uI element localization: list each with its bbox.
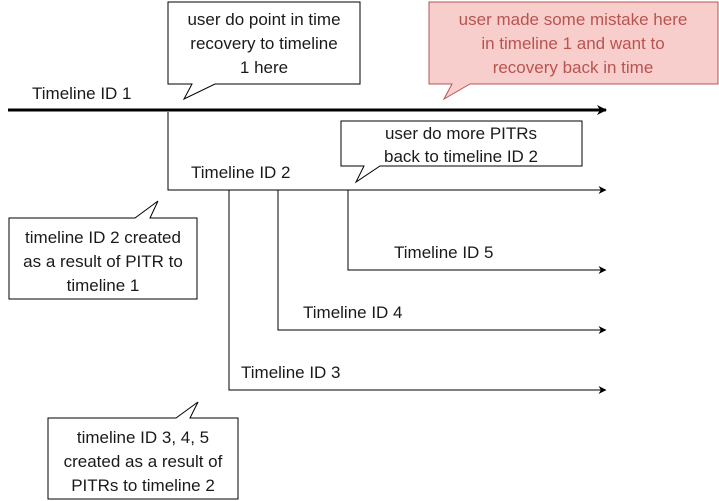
callout-timeline-2-created: timeline ID 2 created as a result of PIT… [8,200,198,300]
timeline-3-arrow [228,190,607,394]
timeline-5-label: Timeline ID 5 [394,243,494,262]
svg-text:recovery to timeline: recovery to timeline [190,34,337,53]
callout-more-pitrs: user do more PITRs back to timeline ID 2 [340,120,583,184]
svg-text:recovery back in time: recovery back in time [493,58,654,77]
callout-timelines-3-4-5-created: timeline ID 3, 4, 5 created as a result … [47,401,239,500]
timeline-4-arrow [277,190,607,334]
svg-text:as a result of PITR to: as a result of PITR to [23,252,183,271]
svg-text:user made some mistake here: user made some mistake here [459,10,688,29]
svg-text:1 here: 1 here [240,58,288,77]
svg-text:PITRs to timeline 2: PITRs to timeline 2 [71,476,215,495]
svg-text:in timeline 1 and want to: in timeline 1 and want to [481,34,664,53]
timeline-2-arrow [167,112,607,194]
timeline-3-label: Timeline ID 3 [241,363,341,382]
svg-text:created as a result of: created as a result of [64,452,223,471]
timeline-4-label: Timeline ID 4 [303,303,403,322]
callout-mistake: user made some mistake here in timeline … [428,1,719,101]
timeline-5-arrow [347,190,607,274]
svg-text:user do point in time: user do point in time [187,10,340,29]
timeline-2-label: Timeline ID 2 [191,163,291,182]
svg-text:timeline 1: timeline 1 [67,276,140,295]
svg-text:back to timeline ID 2: back to timeline ID 2 [384,147,538,166]
timeline-1-label: Timeline ID 1 [32,84,132,103]
callout-recovery-to-timeline-1: user do point in time recovery to timeli… [167,1,361,101]
svg-text:timeline ID 3, 4, 5: timeline ID 3, 4, 5 [77,428,209,447]
svg-text:user do more PITRs: user do more PITRs [385,124,537,143]
svg-text:timeline ID 2 created: timeline ID 2 created [25,228,181,247]
